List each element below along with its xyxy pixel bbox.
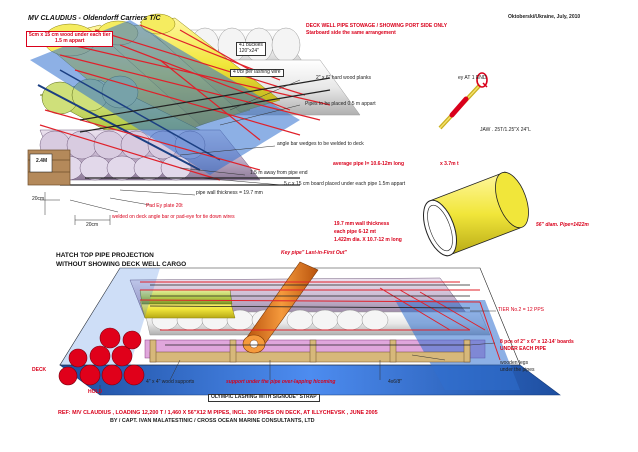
note-wood-under-tier-line2: 1.5 m appart <box>54 37 85 44</box>
note-pipe-length: x 3.7m t <box>440 161 459 167</box>
wooden-legs-2: under the pipes <box>500 367 535 373</box>
note-dim-left: 20cm <box>32 196 45 202</box>
location-date: Oktoberski/Ukraine, July, 2010 <box>508 14 581 20</box>
wood-supports-bottom <box>149 339 471 363</box>
boards-note-1: 8 pcs of 2" x 6" x 12-14' boards <box>500 339 574 345</box>
pipe-stack-hatch-green <box>139 289 233 305</box>
note-jaw: JAW . 25T/1.25"X 24"L <box>480 127 531 133</box>
timber-size: 4x6/8" <box>388 379 403 385</box>
wood-support-frame <box>27 149 71 186</box>
page-title: MV CLAUDIUS - Oldendorff Carriers T/C <box>28 15 161 22</box>
lashing-wires-top <box>39 24 331 181</box>
note-pipes-placed: Pipes to be placed 0.5 m appart <box>305 101 376 107</box>
pipe-spec-2: each pipe 6-12 mt <box>334 229 376 235</box>
deck-label: DECK <box>32 367 47 373</box>
pipe-diagram-icon <box>423 171 529 257</box>
note-angle-bar: angle bar wedges to be welded to deck <box>277 141 364 147</box>
hatch-title-2: WITHOUT SHOWING DECK WELL CARGO <box>56 261 187 268</box>
tier-note: TIER No.2 = 12 PPS <box>498 307 544 313</box>
dimension-markers <box>40 192 111 225</box>
note-wood-planks: 2" x 6" hard wood planks <box>316 75 371 81</box>
key-pipe-label: Key pipe" Last-in-First Out" <box>281 250 347 256</box>
red-pipe-pile <box>58 327 145 386</box>
note-dim-bottom: 20cm <box>86 222 99 228</box>
note-board-under: 5 c x 15 cm board placed under each pipe… <box>284 181 406 187</box>
pipe-spec-1: 19.7 mm wall thickness <box>334 221 390 227</box>
note-buckles: 41 buckles 120"x24" <box>236 42 266 56</box>
note-away-from-end: 1.5 m away from pipe end <box>250 170 308 176</box>
note-pad-eye: Pad Ey plate 20t <box>146 203 183 209</box>
signode-straps <box>149 284 471 346</box>
note-wood-under-tier: 5cm x 15 cm wood under each tier 1.5 m a… <box>26 31 114 47</box>
note-height: 2.4M <box>36 158 48 164</box>
pipe-spec-3: 1.422m dia. X 10.7-12 m long <box>334 237 402 243</box>
wooden-legs-1: wooden legs <box>500 360 529 366</box>
note-buckles-line2: 120"x24" <box>239 47 259 54</box>
note-eye-end: ey AT 1 END <box>458 75 487 81</box>
strap-label: OLYMPIC LASHING WITH SIGNODE" STRAP <box>208 394 320 402</box>
deck-lashing-band-top <box>30 20 300 175</box>
boards-note-2: UNDER EACH PIPE <box>500 346 547 352</box>
stowage-title: DECK WELL PIPE STOWAGE / SHOWING PORT SI… <box>306 23 448 29</box>
lashing-wires-bottom <box>139 281 501 361</box>
stowage-subtitle: Starboard side the same arrangement <box>306 30 396 36</box>
hold-label: HOLD <box>88 389 103 395</box>
reference-note: REF: M/V CLAUDIUS , LOADING 12,200 T / 1… <box>58 410 378 416</box>
leader-lines-top <box>69 79 301 213</box>
leader-lines-bottom <box>99 310 496 395</box>
note-wall-thickness: pipe wall thickness = 19.7 mm <box>196 190 263 196</box>
note-average-pipe: average pipe l= 10.6-12m long <box>333 161 405 167</box>
eye-bolt-icon <box>438 72 488 130</box>
hatch-title-1: HATCH TOP PIPE PROJECTION <box>56 252 154 259</box>
support-note: support under the pipe over-lapping hico… <box>226 379 336 385</box>
note-welded: welded on deck angle bar or pad-eye for … <box>112 214 235 220</box>
note-lashing-wire: 4 t/b/ per lashing wire <box>230 69 284 77</box>
author-note: BY / CAPT. IVAN MALATESTINIC / CROSS OCE… <box>110 418 315 424</box>
wood-supports-label: 4" x 4" wood supports <box>146 379 195 385</box>
pipe-diameter: 56" diam. Pipe=1422m <box>536 222 589 228</box>
note-buckles-line1: 41 buckles <box>239 42 263 48</box>
note-wood-under-tier-line1: 5cm x 15 cm wood under each tier <box>29 32 111 38</box>
key-pipe <box>242 261 319 354</box>
